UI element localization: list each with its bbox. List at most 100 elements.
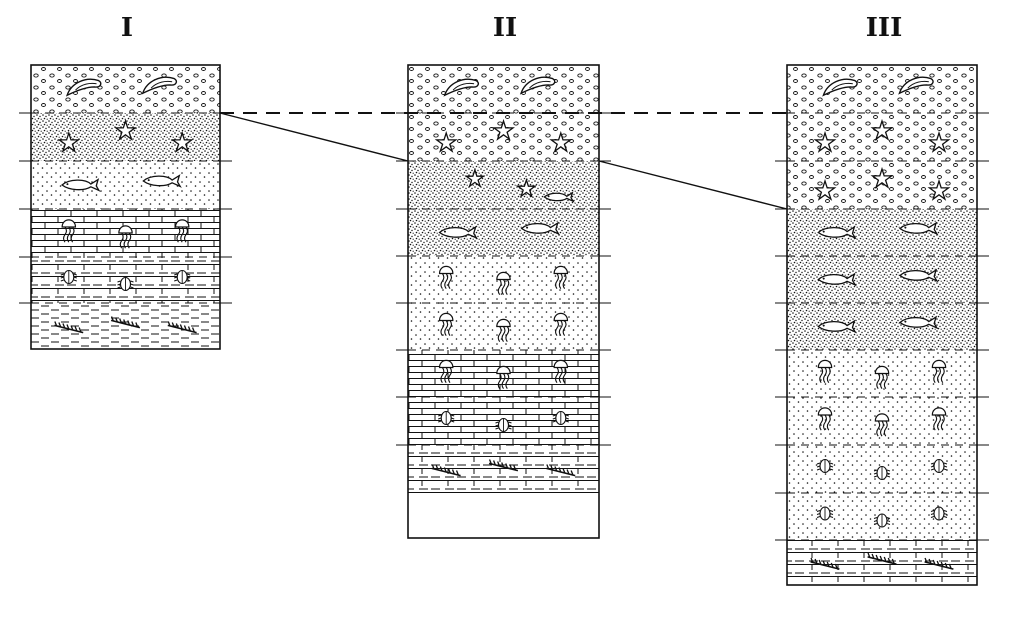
starfish-fossil	[870, 118, 894, 141]
jellyfish-fossil	[496, 318, 511, 343]
trilobite-fossil	[873, 465, 891, 481]
trilobite-fossil	[174, 269, 191, 285]
stratum-layer	[775, 539, 989, 585]
stratum-fill	[408, 65, 599, 113]
stratum-layer	[775, 444, 989, 493]
stratum-layer	[396, 444, 611, 493]
stratum-layer	[19, 256, 232, 303]
stratum-fill	[408, 209, 599, 256]
fish-eye	[147, 179, 150, 182]
fish-eye	[526, 226, 529, 229]
starfish-fossil	[927, 130, 951, 153]
trilobite-fossil	[60, 269, 77, 285]
stratum-fill	[31, 303, 220, 349]
trilobite-fossil	[930, 458, 948, 474]
jellyfish-fossil	[817, 407, 833, 431]
jellyfish-fossil	[438, 312, 454, 337]
jellyfish-fossil	[553, 312, 569, 337]
column-label: I	[121, 13, 133, 43]
stratum-layer	[19, 112, 232, 161]
trilobite-fossil	[873, 513, 891, 528]
shell-fossil	[141, 76, 178, 95]
stratum-layer	[396, 255, 611, 303]
fish-fossil	[438, 225, 479, 240]
trilobite-fossil	[552, 410, 569, 426]
fish-fossil	[817, 319, 857, 334]
stratum-layer	[775, 349, 989, 397]
trilobite-fossil	[495, 417, 512, 433]
jellyfish-fossil	[931, 359, 947, 384]
stratum-fill	[408, 445, 599, 493]
jellyfish-fossil	[496, 365, 511, 390]
stratum-fill	[408, 161, 599, 209]
column-border	[30, 64, 221, 350]
fish-fossil	[543, 191, 575, 203]
stratum-fill	[787, 540, 977, 585]
starfish-fossil	[927, 178, 951, 201]
column-border	[407, 64, 600, 539]
fish-fossil	[520, 221, 561, 236]
stratum-layer	[396, 112, 611, 161]
trilobite-fossil	[117, 276, 134, 292]
stratum-fill	[787, 256, 977, 303]
strata-column-col-2: II	[396, 13, 611, 539]
fish-fossil	[817, 272, 857, 287]
stratum-fill	[31, 65, 220, 113]
starfish-fossil	[114, 118, 137, 141]
jellyfish-fossil	[61, 219, 77, 243]
fern-fossil	[810, 557, 840, 570]
shell-fossil	[898, 76, 934, 95]
stratum-layer	[396, 208, 611, 256]
fish-fossil	[898, 268, 939, 283]
stratum-layer	[775, 492, 989, 540]
fish-eye	[66, 183, 69, 186]
strata-column-col-3: III	[775, 13, 989, 586]
starfish-fossil	[434, 130, 458, 153]
starfish-fossil	[870, 166, 894, 189]
fern-fossil	[110, 316, 141, 329]
fish-fossil	[898, 315, 939, 330]
stratum-layer	[19, 160, 232, 209]
correlation-line-1-2	[219, 112, 409, 162]
shell-fossil	[519, 76, 556, 95]
fish-eye	[547, 195, 550, 198]
fern-fossil	[488, 459, 519, 472]
strata-column-col-1: I	[19, 13, 232, 350]
stratum-layer	[787, 65, 977, 113]
shell-fossil	[822, 78, 858, 97]
stratum-layer	[396, 160, 611, 209]
jellyfish-fossil	[174, 219, 190, 243]
fern-fossil	[867, 552, 897, 565]
starfish-fossil	[549, 130, 573, 153]
stratum-layer	[408, 65, 599, 113]
stratum-layer	[775, 112, 989, 161]
starfish-fossil	[492, 118, 515, 141]
jellyfish-fossil	[874, 413, 890, 437]
trilobite-fossil	[816, 506, 834, 521]
trilobite-fossil	[816, 458, 834, 474]
shell-fossil	[65, 78, 102, 97]
jellyfish-fossil	[553, 265, 569, 290]
starfish-fossil	[515, 177, 537, 199]
stratum-layer	[396, 349, 611, 397]
starfish-fossil	[464, 167, 486, 189]
stratum-layer	[775, 396, 989, 445]
fish-fossil	[142, 174, 182, 188]
fern-fossil	[167, 321, 197, 334]
stratum-layer	[396, 302, 611, 350]
jellyfish-fossil	[496, 271, 511, 296]
jellyfish-fossil	[817, 359, 833, 384]
jellyfish-fossil	[438, 265, 454, 290]
fish-eye	[904, 226, 907, 229]
stratum-layer	[396, 396, 611, 445]
stratum-layer	[775, 255, 989, 303]
fish-eye	[822, 230, 825, 233]
fish-eye	[904, 320, 907, 323]
fern-fossil	[431, 464, 461, 477]
shell-fossil	[443, 78, 480, 97]
fish-fossil	[898, 221, 939, 236]
column-label: II	[493, 13, 517, 43]
fish-fossil	[61, 178, 101, 192]
fish-fossil	[817, 225, 857, 240]
